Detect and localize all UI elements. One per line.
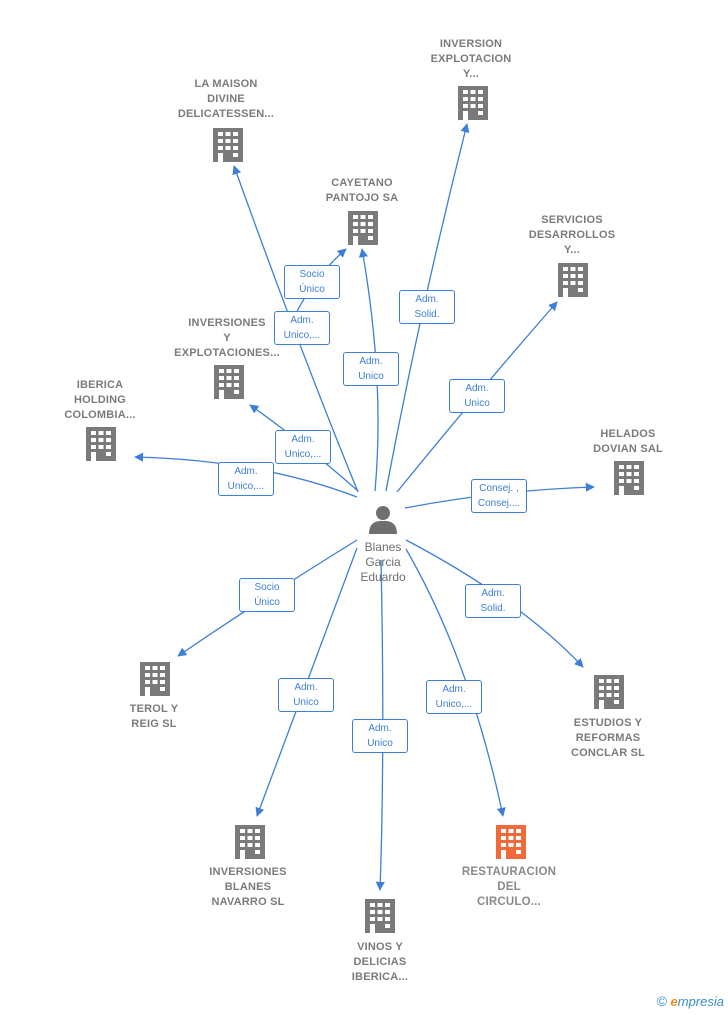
building-icon[interactable] [496, 825, 526, 859]
edge-label-iberica[interactable]: Adm. Unico,... [218, 462, 274, 496]
company-name-helados[interactable]: HELADOS DOVIAN SAL [593, 428, 663, 455]
company-name-inversion-explotacion[interactable]: INVERSION EXPLOTACION Y... [430, 38, 512, 80]
footer-brand: © empresia [657, 993, 724, 1009]
building-icon[interactable] [558, 263, 588, 297]
edge-label-vinos[interactable]: Adm. Unico [352, 719, 408, 753]
edge-label-restauracion[interactable]: Adm. Unico,... [426, 680, 482, 714]
company-name-iberica[interactable]: IBERICA HOLDING COLOMBIA... [64, 379, 136, 421]
building-icon[interactable] [594, 675, 624, 709]
edge-restauracion [405, 548, 506, 817]
edge-label-inversiones-explotaciones[interactable]: Adm. Unico,... [275, 430, 331, 464]
company-name-inversiones-blanes[interactable]: INVERSIONES BLANES NAVARRO SL [209, 866, 287, 908]
company-name-cayetano[interactable]: CAYETANO PANTOJO SA [325, 177, 399, 204]
edge-label-inversiones-blanes[interactable]: Adm. Unico [278, 678, 334, 712]
edge-label-terol[interactable]: Socio Único [239, 578, 295, 612]
building-icon[interactable] [235, 825, 265, 859]
company-name-maison[interactable]: LA MAISON DIVINE DELICATESSEN... [177, 78, 275, 120]
edge-label-estudios[interactable]: Adm. Solid. [465, 584, 521, 618]
building-icon[interactable] [213, 128, 243, 162]
person-name[interactable]: Blanes Garcia Eduardo [360, 540, 406, 584]
building-icon[interactable] [614, 461, 644, 495]
building-icon[interactable] [365, 899, 395, 933]
company-name-inversiones-explotaciones[interactable]: INVERSIONES Y EXPLOTACIONES... [174, 317, 280, 359]
building-icon[interactable] [140, 662, 170, 696]
edge-label-cayetano[interactable]: Adm. Unico [343, 352, 399, 386]
copyright-symbol: © [656, 993, 667, 1009]
building-icon[interactable] [348, 211, 378, 245]
building-icon[interactable] [86, 427, 116, 461]
building-icon[interactable] [458, 86, 488, 120]
edge-label-cayetano[interactable]: Socio Único [284, 265, 340, 299]
edge-label-maison[interactable]: Adm. Unico,... [274, 311, 330, 345]
edge-label-inversion-explotacion[interactable]: Adm. Solid. [399, 290, 455, 324]
company-name-estudios[interactable]: ESTUDIOS Y REFORMAS CONCLAR SL [570, 717, 646, 759]
company-name-vinos[interactable]: VINOS Y DELICIAS IBERICA... [351, 941, 409, 983]
brand-logo-e: e [670, 994, 678, 1009]
edge-label-helados[interactable]: Consej. , Consej.... [471, 479, 527, 513]
company-name-terol[interactable]: TEROL Y REIG SL [129, 703, 179, 730]
company-name-restauracion[interactable]: RESTAURACION DEL CIRCULO... [461, 866, 557, 908]
brand-logo-text: mpresia [677, 994, 724, 1009]
edge-label-servicios[interactable]: Adm. Unico [449, 379, 505, 413]
person-icon[interactable] [369, 506, 397, 534]
company-name-servicios[interactable]: SERVICIOS DESARROLLOS Y... [528, 214, 616, 256]
building-icon[interactable] [214, 365, 244, 399]
